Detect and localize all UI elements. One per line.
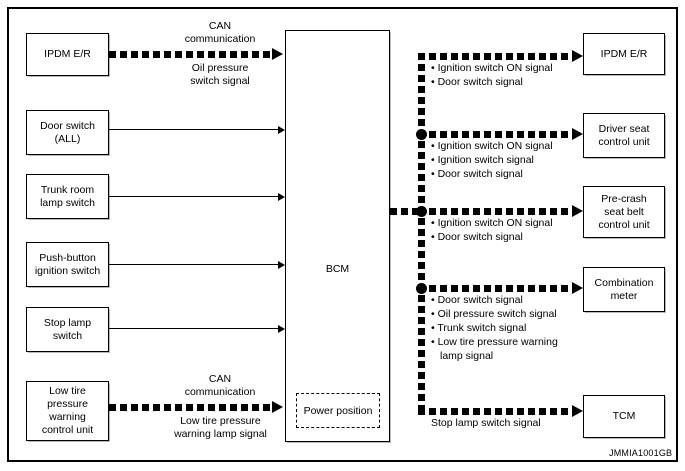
input-box-stop-lamp-switch[interactable]: Stop lamp switch [26,307,109,352]
input-box-door-switch-label: Door switch (ALL) [40,119,95,145]
input-box-trunk-room-lamp-switch-label: Trunk room lamp switch [40,183,95,209]
can-junction-dot-pre-crash [416,206,427,217]
label-low-tire-pressure-warning-lamp-signal: Low tire pressure warning lamp signal [174,415,267,440]
arrow-head-icon-bus-to-driver-seat-control-unit [572,128,583,140]
arrow-head-icon-bus-to-pre-crash-seat-belt-control-unit [572,205,583,217]
bcm-box[interactable]: BCM Power position [285,30,390,442]
output-box-ipdm-er[interactable]: IPDM E/R [583,33,665,75]
can-line-ipdm-to-bcm [109,51,272,58]
output-box-driver-seat-control-unit-label: Driver seat control unit [598,122,650,148]
arrow-head-icon-bus-to-ipdm-er [572,50,583,62]
signal-item: Trunk switch signal [431,321,596,335]
arrow-head-icon-bus-to-combination-meter [572,282,583,294]
can-junction-dot-combination-meter [416,283,427,294]
arrow-head-icon-push-button-ignition-switch-to-bcm [278,261,285,269]
signal-item: Door switch signal [431,230,586,244]
output-box-combination-meter-label: Combination meter [594,276,654,302]
input-box-ipdm-er[interactable]: IPDM E/R [26,33,109,76]
can-line-low-tire-pressure-to-bcm [109,404,272,411]
signal-line-door-switch-to-bcm [109,129,279,130]
can-line-bcm-to-bus [390,208,425,215]
can-junction-dot-driver-seat [416,129,427,140]
signal-item: Door switch signal [431,75,581,89]
output-box-pre-crash-seat-belt-control-unit[interactable]: Pre-crash seat belt control unit [583,186,665,238]
signal-line-trunk-room-lamp-switch-to-bcm [109,196,279,197]
signal-item: Oil pressure switch signal [431,307,596,321]
can-branch-to-ipdm-er [418,53,573,60]
input-box-trunk-room-lamp-switch[interactable]: Trunk room lamp switch [26,174,109,219]
signal-item: Ignition switch ON signal [431,139,586,153]
input-box-low-tire-pressure-warning-control-unit[interactable]: Low tire pressure warning control unit [26,381,109,441]
output-box-tcm-label: TCM [612,410,636,422]
arrow-head-icon-stop-lamp-switch-to-bcm [278,325,285,333]
label-can-communication-bottom: CAN communication [184,373,256,398]
signal-list-ipdm-er: Ignition switch ON signal Door switch si… [431,61,581,89]
signal-line-stop-lamp-switch-to-bcm [109,328,279,329]
signal-item: Door switch signal [431,167,586,181]
signal-item: Ignition switch ON signal [431,216,586,230]
signal-item: Ignition switch signal [431,153,586,167]
signal-list-driver-seat-control-unit: Ignition switch ON signal Ignition switc… [431,139,586,181]
label-stop-lamp-switch-signal: Stop lamp switch signal [431,417,541,429]
label-oil-pressure-switch-signal: Oil pressure switch signal [190,62,250,87]
power-position-label: Power position [303,404,373,417]
signal-list-pre-crash-seat-belt-control-unit: Ignition switch ON signal Door switch si… [431,216,586,244]
bcm-label: BCM [325,263,350,275]
output-box-pre-crash-seat-belt-control-unit-label: Pre-crash seat belt control unit [598,192,650,231]
diagram-id-code: JMMIA1001GB [609,448,673,458]
arrow-head-icon-ipdm-to-bcm [272,48,283,60]
output-box-ipdm-er-label: IPDM E/R [600,47,648,60]
can-branch-to-pre-crash-seat-belt-control-unit [418,208,573,215]
signal-item: Low tire pressure warning [431,335,596,349]
input-box-door-switch[interactable]: Door switch (ALL) [26,110,109,155]
can-branch-to-tcm [418,408,573,415]
signal-item: Door switch signal [431,293,596,307]
power-position-box[interactable]: Power position [296,393,380,428]
can-branch-to-driver-seat-control-unit [418,131,573,138]
arrow-head-icon-trunk-room-lamp-switch-to-bcm [278,193,285,201]
can-bus-trunk-vertical [418,53,425,415]
signal-line-push-button-ignition-switch-to-bcm [109,264,279,265]
signal-item: Ignition switch ON signal [431,61,581,75]
arrow-head-icon-low-tire-pressure-to-bcm [272,401,283,413]
signal-item: lamp signal [440,350,494,362]
label-can-communication-top: CAN communication [184,20,256,45]
input-box-push-button-ignition-switch-label: Push-button ignition switch [34,251,101,277]
arrow-head-icon-door-switch-to-bcm [278,126,285,134]
input-box-low-tire-pressure-warning-control-unit-label: Low tire pressure warning control unit [41,385,94,436]
input-box-stop-lamp-switch-label: Stop lamp switch [43,316,92,342]
input-box-push-button-ignition-switch[interactable]: Push-button ignition switch [26,242,109,287]
output-box-tcm[interactable]: TCM [583,395,665,438]
can-branch-to-combination-meter [418,285,573,292]
diagram-border [7,7,678,462]
output-box-driver-seat-control-unit[interactable]: Driver seat control unit [583,113,665,158]
signal-list-combination-meter: Door switch signal Oil pressure switch s… [431,293,596,363]
output-box-combination-meter[interactable]: Combination meter [583,267,665,312]
arrow-head-icon-bus-to-tcm [572,405,583,417]
input-box-ipdm-er-label: IPDM E/R [44,48,91,60]
